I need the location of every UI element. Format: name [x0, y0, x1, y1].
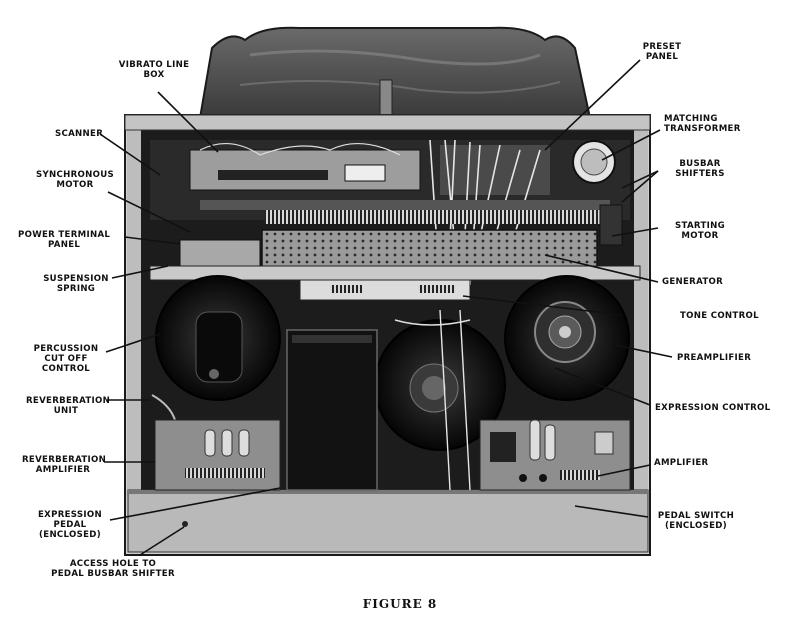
label-reverberation-unit: REVERBERATION UNIT — [26, 396, 111, 416]
label-expression-pedal: EXPRESSION PEDAL (ENCLOSED) — [38, 510, 102, 540]
reverb-amplifier-chassis — [154, 419, 281, 491]
label-power-terminal-panel: POWER TERMINAL PANEL — [18, 230, 111, 250]
label-starting-motor: STARTING MOTOR — [675, 221, 725, 241]
upper-chassis — [150, 139, 630, 301]
generator — [149, 229, 641, 281]
label-expression-control: EXPRESSION CONTROL — [655, 403, 771, 413]
access-hole — [182, 521, 188, 527]
label-vibrato-line-box: VIBRATO LINE BOX — [118, 60, 190, 80]
left-speaker — [151, 275, 281, 421]
figure-caption: FIGURE 8 — [362, 597, 438, 611]
label-suspension-spring: SUSPENSION SPRING — [43, 274, 109, 294]
label-preamplifier: PREAMPLIFIER — [677, 353, 752, 363]
label-synchronous-motor: SYNCHRONOUS MOTOR — [36, 170, 114, 190]
label-scanner: SCANNER — [55, 129, 104, 139]
label-amplifier: AMPLIFIER — [654, 458, 709, 468]
leader-lines — [99, 59, 673, 556]
label-reverberation-amplifier: REVERBERATION AMPLIFIER — [22, 455, 107, 475]
tone-control-strip — [299, 279, 471, 301]
label-generator: GENERATOR — [662, 277, 724, 287]
right-speaker — [504, 275, 630, 401]
power-transformer — [286, 329, 378, 491]
label-access-hole: ACCESS HOLE TO PEDAL BUSBAR SHIFTER — [51, 559, 175, 579]
label-percussion-cut-off-control: PERCUSSION CUT OFF CONTROL — [33, 344, 99, 374]
center-speaker — [374, 309, 506, 491]
label-pedal-switch: PEDAL SWITCH (ENCLOSED) — [657, 511, 735, 531]
label-tone-control: TONE CONTROL — [680, 311, 759, 321]
label-preset-panel: PRESET PANEL — [642, 42, 682, 62]
amplifier-chassis — [479, 419, 631, 491]
label-matching-transformer: MATCHING TRANSFORMER — [664, 114, 741, 134]
label-busbar-shifters: BUSBAR SHIFTERS — [675, 159, 725, 179]
music-rack — [198, 26, 592, 121]
